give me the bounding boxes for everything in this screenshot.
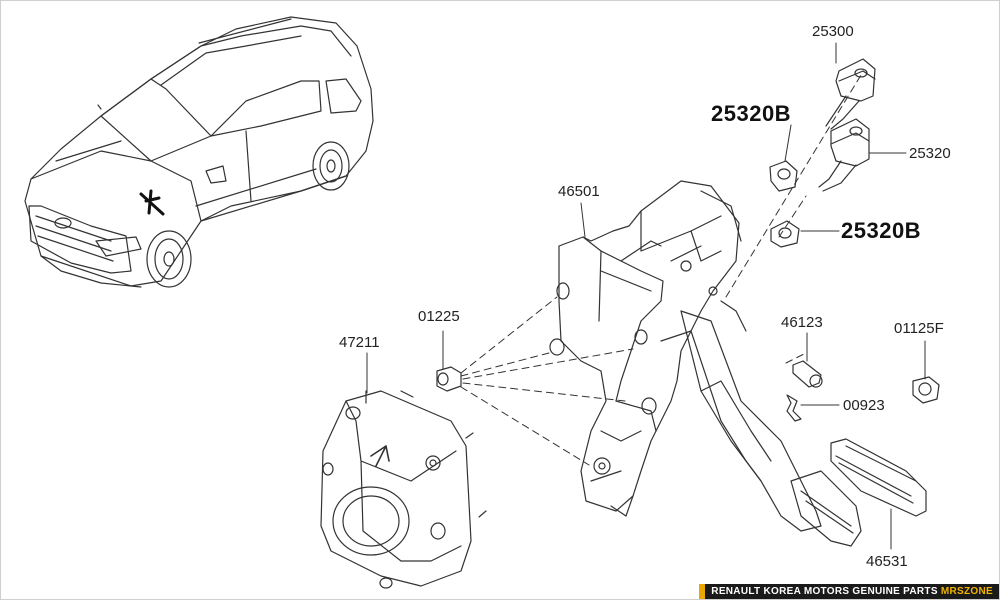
vehicle-illustration [24, 16, 374, 288]
label-01125f: 01125F [894, 320, 944, 337]
label-25320: 25320 [909, 145, 951, 162]
label-46531: 46531 [866, 553, 908, 570]
clip-25320b-lower [770, 220, 800, 248]
footer-brand: MRSZONE [940, 586, 993, 597]
pedal-pad-46531 [790, 438, 927, 547]
clip-00923 [786, 394, 802, 422]
label-25320b-top: 25320B [711, 101, 792, 126]
nut-01125f [912, 376, 940, 404]
pin-46123 [792, 360, 823, 388]
pedal-bracket-46501 [549, 180, 742, 517]
label-46123: 46123 [781, 314, 823, 331]
footer-banner: RENAULT KOREA MOTORS GENUINE PARTS MRSZO… [699, 584, 999, 599]
footer-text: RENAULT KOREA MOTORS GENUINE PARTS [711, 586, 941, 597]
label-25300: 25300 [812, 23, 854, 40]
label-46501: 46501 [558, 183, 600, 200]
pedal-arms [660, 300, 822, 532]
label-00923: 00923 [843, 397, 885, 414]
footer-accent-mark [699, 584, 706, 599]
leader-lines [366, 42, 926, 550]
switch-25320 [818, 118, 870, 192]
guide-lines [460, 74, 862, 466]
pedal-location-marker [139, 189, 165, 216]
switch-25300 [825, 58, 876, 130]
label-25320b-mid: 25320B [841, 218, 922, 243]
label-01225: 01225 [418, 308, 460, 325]
nut-01225 [436, 366, 462, 392]
label-47211: 47211 [339, 334, 380, 351]
brake-booster-47211 [320, 390, 487, 589]
clip-25320b-upper [769, 160, 798, 192]
